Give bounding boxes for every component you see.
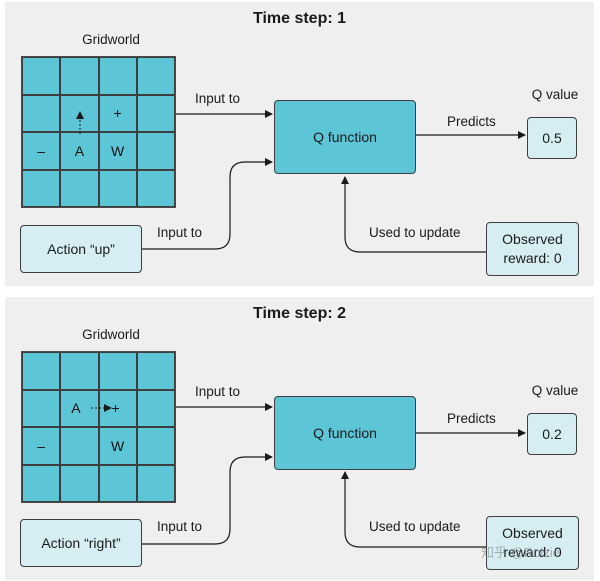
input-to-label: Input to xyxy=(157,519,203,534)
grid-cell xyxy=(136,352,175,390)
grid-cell xyxy=(136,464,175,502)
grid-cell-pit: – xyxy=(22,427,61,465)
grid-cell xyxy=(136,132,175,170)
input-to-label: Input to xyxy=(195,384,241,399)
gridworld-grid: A + – W xyxy=(21,351,176,503)
grid-cell-goal: + xyxy=(98,94,137,132)
q-value-box: 0.5 xyxy=(527,117,577,159)
action-to-q-arrow xyxy=(142,158,273,250)
grid-cell xyxy=(98,169,137,207)
time-step-panel-1: Time step: 1 Gridworld + – A W xyxy=(5,2,594,286)
grid-cell xyxy=(60,427,99,465)
grid-cell xyxy=(98,464,137,502)
input-to-label: Input to xyxy=(157,225,203,240)
grid-cell xyxy=(22,94,61,132)
used-to-update-label: Used to update xyxy=(369,225,461,240)
grid-cell xyxy=(60,352,99,390)
panel-title: Time step: 1 xyxy=(252,10,347,27)
grid-cell-wall: W xyxy=(98,427,137,465)
watermark-text: 知乎 @Rolzie xyxy=(481,545,560,560)
grid-cell xyxy=(136,389,175,427)
gridworld-label: Gridworld xyxy=(82,327,140,342)
grid-cell xyxy=(136,94,175,132)
grid-cell xyxy=(60,464,99,502)
action-box: Action “up” xyxy=(20,225,142,273)
action-to-q-arrow xyxy=(142,453,273,545)
grid-cell xyxy=(98,57,137,95)
reward-to-q-arrow xyxy=(341,176,486,253)
action-box: Action “right” xyxy=(20,519,142,567)
grid-cell xyxy=(136,427,175,465)
grid-cell xyxy=(22,464,61,502)
q-function-box: Q function xyxy=(274,396,416,470)
grid-cell xyxy=(22,57,61,95)
gridworld-grid: + – A W xyxy=(21,56,176,208)
grid-cell xyxy=(22,169,61,207)
used-to-update-label: Used to update xyxy=(369,519,461,534)
flow-arrows xyxy=(76,110,526,253)
predicts-label: Predicts xyxy=(447,411,496,426)
predicts-label: Predicts xyxy=(447,114,496,129)
grid-cell xyxy=(60,169,99,207)
grid-cell-wall: W xyxy=(98,132,137,170)
grid-cell xyxy=(22,389,61,427)
grid-cell xyxy=(60,57,99,95)
grid-cell-pit: – xyxy=(22,132,61,170)
q-value-label: Q value xyxy=(531,383,579,398)
flow-arrows xyxy=(91,403,526,548)
q-function-box: Q function xyxy=(274,100,416,174)
grid-cell xyxy=(136,169,175,207)
grid-cell-agent: A xyxy=(60,389,99,427)
grid-cell xyxy=(22,352,61,390)
observed-reward-box: Observed reward: 0 xyxy=(486,222,579,276)
q-value-label: Q value xyxy=(531,87,579,102)
gridworld-label: Gridworld xyxy=(82,32,140,47)
grid-cell xyxy=(60,94,99,132)
input-to-label: Input to xyxy=(195,91,241,106)
grid-cell-agent: A xyxy=(60,132,99,170)
q-value-box: 0.2 xyxy=(527,413,577,455)
time-step-panel-2: Time step: 2 Gridworld A + – W xyxy=(5,297,594,580)
panel-title: Time step: 2 xyxy=(252,305,347,322)
grid-cell xyxy=(136,57,175,95)
reward-to-q-arrow xyxy=(341,471,486,548)
grid-cell xyxy=(98,352,137,390)
observed-reward-box: Observed reward: 0 xyxy=(486,516,579,570)
